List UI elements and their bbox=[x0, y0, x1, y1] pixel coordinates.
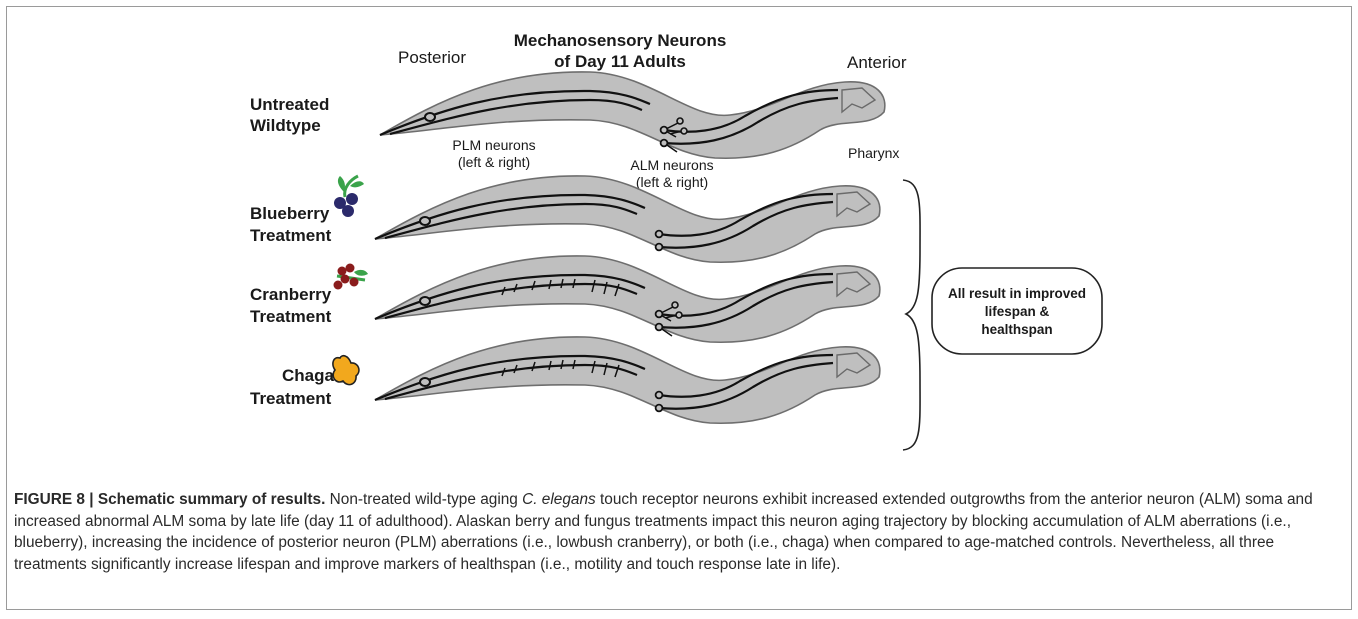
caption-label: FIGURE 8 | Schematic summary of results. bbox=[14, 491, 325, 508]
blueberry-icon bbox=[334, 176, 364, 217]
worm-chaga bbox=[375, 337, 880, 423]
worm-cranberry bbox=[375, 256, 880, 342]
row-label-chaga-line1: Chaga bbox=[282, 366, 335, 385]
row-label-blueberry-line2: Treatment bbox=[250, 226, 332, 245]
diagram-title-line2: of Day 11 Adults bbox=[554, 52, 686, 71]
grouping-brace bbox=[903, 180, 920, 450]
result-line1: All result in improved bbox=[948, 286, 1086, 301]
row-label-blueberry-line1: Blueberry bbox=[250, 204, 330, 223]
anterior-label: Anterior bbox=[847, 53, 907, 72]
diagram-title-line1: Mechanosensory Neurons bbox=[514, 31, 727, 50]
row-label-cranberry-line1: Cranberry bbox=[250, 285, 332, 304]
posterior-label: Posterior bbox=[398, 48, 466, 67]
result-line2: lifespan & bbox=[985, 304, 1050, 319]
plm-label-line2: (left & right) bbox=[458, 154, 530, 170]
caption-text-a: Non-treated wild-type aging bbox=[325, 491, 522, 508]
worm-blueberry bbox=[375, 176, 880, 262]
row-label-cranberry-line2: Treatment bbox=[250, 307, 332, 326]
alm-label-line2: (left & right) bbox=[636, 174, 708, 190]
cranberry-icon bbox=[334, 264, 369, 290]
caption-species: C. elegans bbox=[522, 491, 596, 508]
pharynx-label: Pharynx bbox=[848, 145, 899, 161]
figure-caption: FIGURE 8 | Schematic summary of results.… bbox=[14, 489, 1334, 575]
row-label-chaga-line2: Treatment bbox=[250, 389, 332, 408]
row-label-untreated-line2: Wildtype bbox=[250, 116, 321, 135]
row-label-untreated-line1: Untreated bbox=[250, 95, 329, 114]
plm-label-line1: PLM neurons bbox=[452, 137, 535, 153]
schematic-diagram: Posterior Mechanosensory Neurons of Day … bbox=[0, 0, 1358, 480]
result-line3: healthspan bbox=[981, 322, 1052, 337]
chaga-icon bbox=[333, 356, 359, 385]
alm-label-line1: ALM neurons bbox=[630, 157, 713, 173]
